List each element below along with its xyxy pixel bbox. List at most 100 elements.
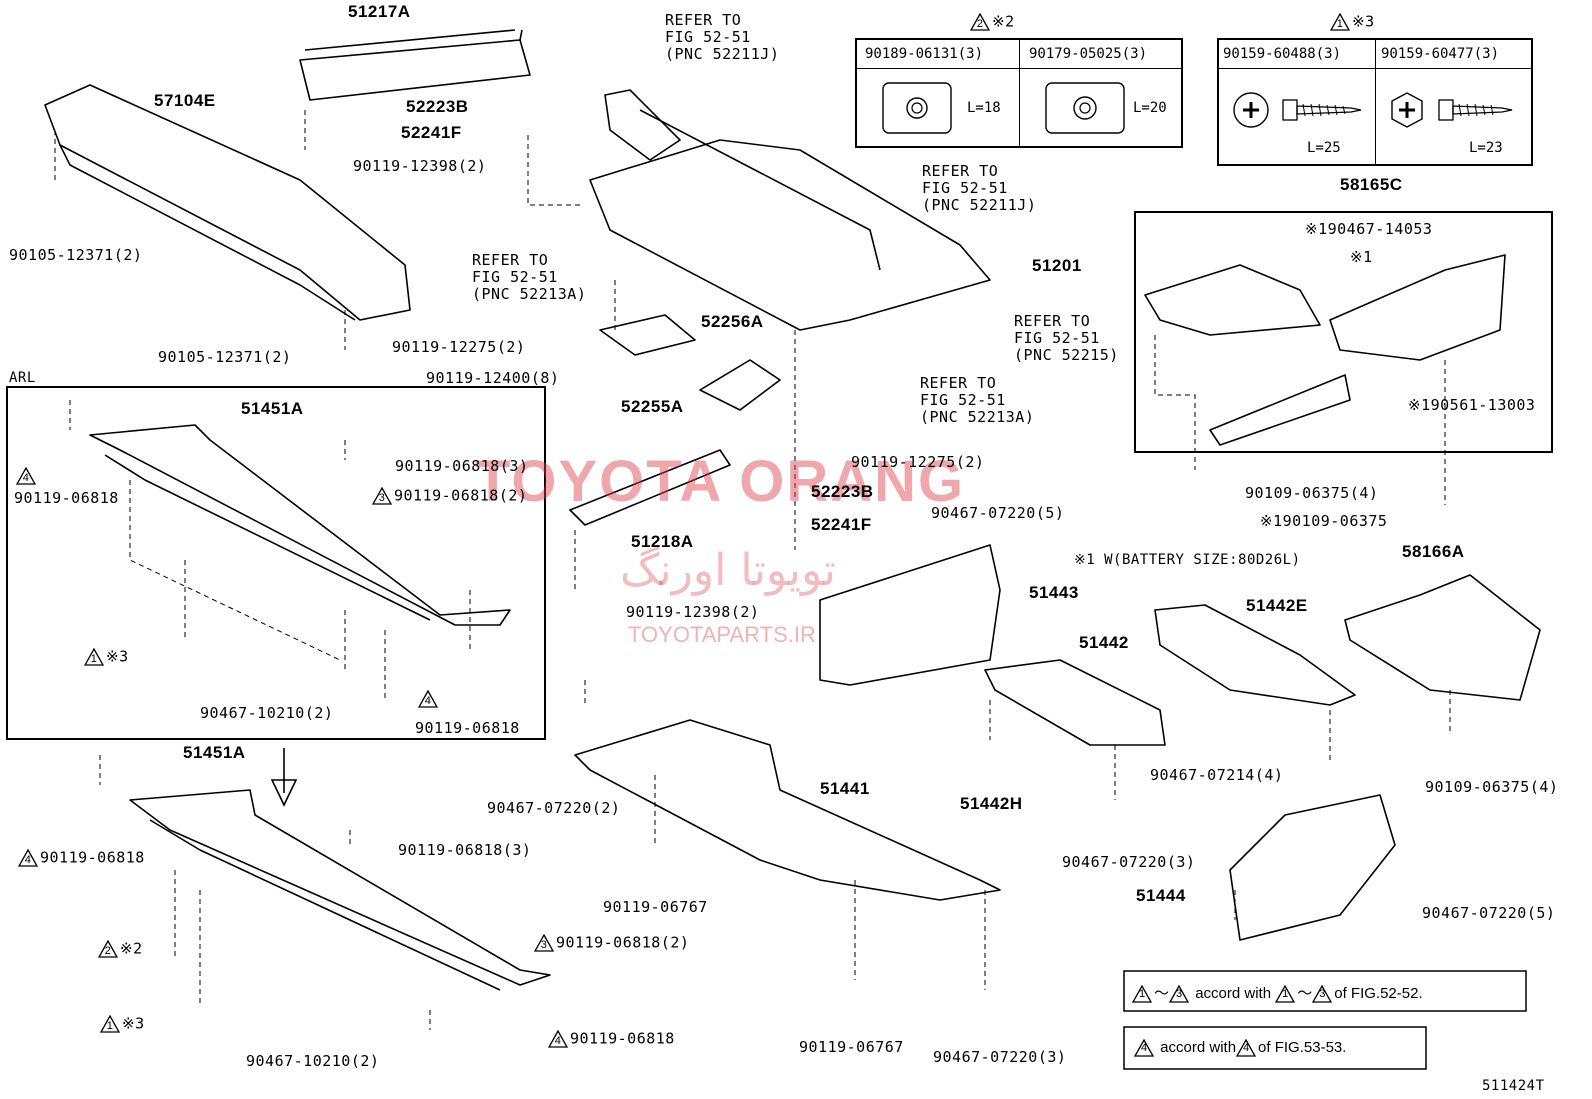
table1-col2[interactable]: 90159-60477(3) (1381, 46, 1500, 62)
bolt-90109-06375-box[interactable]: 90109-06375(4) (1245, 484, 1379, 502)
refer-line: REFER TO (1014, 312, 1091, 330)
watermark-persian: تویوتا اورنگ (620, 545, 836, 596)
footnote-text: accord with (1160, 1039, 1237, 1056)
clip-90467-07220-2[interactable]: 90467-07220(2) (487, 799, 621, 817)
refer-block-1[interactable]: REFER TO FIG 52-51 (PNC 52211J) (665, 12, 779, 63)
warning-triangle-icon: 1 (1275, 985, 1296, 1003)
warning-triangle-icon: 4 (1236, 1039, 1257, 1057)
part-51444[interactable]: 51444 (1136, 886, 1186, 905)
part-58166A[interactable]: 58166A (1402, 542, 1465, 561)
bolt-90119-06767-upper[interactable]: 90119-06767 (603, 898, 708, 916)
warning-triangle-icon: 1 (100, 1015, 120, 1033)
part-51451A[interactable]: 51451A (183, 743, 246, 762)
warning-triangle-icon: 3 (534, 934, 554, 952)
bolt-90105-12371-bottom[interactable]: 90105-12371(2) (158, 348, 292, 366)
ref-mark-number: 1 (1318, 220, 1328, 238)
part-51218A[interactable]: 51218A (631, 532, 694, 551)
refer-line: (PNC 52213A) (472, 285, 587, 303)
bolt-90109-06375-ref1[interactable]: ※190109-06375 (1260, 513, 1387, 530)
table2-length1: L=18 (967, 100, 1001, 116)
part-52255A[interactable]: 52255A (621, 397, 684, 416)
bolt-90105-12371-left[interactable]: 90105-12371(2) (9, 246, 143, 264)
refer-line: FIG 52-51 (472, 268, 558, 286)
bolt-90119-12398-upper[interactable]: 90119-12398(2) (353, 157, 487, 175)
refer-block-2[interactable]: REFER TO FIG 52-51 (PNC 52211J) (922, 163, 1036, 214)
clip-90467-07220-5-top[interactable]: 90467-07220(5) (931, 504, 1065, 522)
clip-90467-14053[interactable]: ※190467-14053 (1305, 221, 1432, 238)
clip-90467-10210-arl[interactable]: 90467-10210(2) (200, 704, 334, 722)
refer-block-4[interactable]: REFER TO FIG 52-51 (PNC 52215) (1014, 313, 1119, 364)
part-51443[interactable]: 51443 (1029, 583, 1079, 602)
bolt-90119-12400[interactable]: 90119-12400(8) (426, 369, 560, 387)
table2-col2[interactable]: 90179-05025(3) (1029, 46, 1148, 62)
part-51441[interactable]: 51441 (820, 779, 870, 798)
clip-90467-07220-3-mid[interactable]: 90467-07220(3) (1062, 853, 1196, 871)
footnote-ref[interactable]: of FIG.53-53. (1258, 1039, 1347, 1056)
part-52223B-mid[interactable]: 52223B (811, 482, 874, 501)
clip-90467-07220-5-lower[interactable]: 90467-07220(5) (1422, 904, 1556, 922)
clip-90467-10210-lower[interactable]: 90467-10210(2) (246, 1052, 380, 1070)
screw-icon (1233, 92, 1362, 128)
ref-mark-number: 3 (119, 647, 129, 666)
bolt-90119-06818-arl-right[interactable]: 90119-06818 (415, 719, 520, 737)
refer-line: FIG 52-51 (1014, 329, 1100, 347)
warning-triangle-icon: 4 (16, 467, 36, 485)
warning-triangle-icon: 2 (98, 940, 118, 958)
part-57104E[interactable]: 57104E (154, 91, 216, 110)
part-58165C[interactable]: 58165C (1340, 175, 1403, 194)
tilde: ～ (1297, 985, 1313, 1002)
bolt-90119-06767-lower[interactable]: 90119-06767 (799, 1038, 904, 1056)
bolt-90119-12275-left[interactable]: 90119-12275(2) (392, 338, 526, 356)
clip-90467-07214[interactable]: 90467-07214(4) (1150, 766, 1284, 784)
tilde: ～ (1154, 985, 1170, 1002)
clip-90467-07220-3-bottom[interactable]: 90467-07220(3) (933, 1048, 1067, 1066)
part-52256A[interactable]: 52256A (701, 312, 764, 331)
warning-triangle-icon: 4 (548, 1030, 568, 1048)
bolt-90119-12275-mid[interactable]: 90119-12275(2) (851, 453, 985, 471)
section-label-arl: ARL (9, 370, 36, 386)
part-51442[interactable]: 51442 (1079, 633, 1129, 652)
part-51442E[interactable]: 51442E (1246, 596, 1308, 615)
table2-col1[interactable]: 90189-06131(3) (865, 46, 984, 62)
footnote-ref[interactable]: of FIG.52-52. (1334, 985, 1423, 1002)
table1-col1[interactable]: 90159-60488(3) (1223, 46, 1342, 62)
ref-mark-number: 3 (1365, 12, 1375, 31)
warning-triangle-icon: 4 (18, 849, 38, 867)
warning-triangle-icon: 1 (1330, 13, 1350, 31)
bolt-90119-12398-lower[interactable]: 90119-12398(2) (626, 603, 760, 621)
refer-line: FIG 52-51 (665, 28, 751, 46)
bolt-90119-06818-3-arl[interactable]: 90119-06818(3) (395, 457, 529, 475)
table1-length1: L=25 (1307, 140, 1341, 156)
part-52241F-mid[interactable]: 52241F (811, 515, 872, 534)
refer-line: REFER TO (920, 374, 997, 392)
bolt-mark-1-3-lower[interactable]: 1※3 (100, 1015, 145, 1033)
ref-mark: ※ (1352, 12, 1366, 31)
clip-90561-13003[interactable]: ※190561-13003 (1408, 397, 1535, 414)
refer-block-5[interactable]: REFER TO FIG 52-51 (PNC 52213A) (920, 375, 1034, 426)
part-51217A[interactable]: 51217A (348, 2, 411, 21)
part-51201[interactable]: 51201 (1032, 256, 1082, 275)
part-52241F-top[interactable]: 52241F (401, 123, 462, 142)
warning-triangle-icon: 1 (1132, 985, 1152, 1003)
ref-mark-number: 1 (1363, 248, 1373, 266)
warning-triangle-icon: 4 (418, 690, 438, 708)
bolt-90109-06375-lower[interactable]: 90109-06375(4) (1425, 778, 1559, 796)
bolt-90119-06818-arl-left[interactable]: 90119-06818 (14, 489, 119, 507)
refer-line: (PNC 52211J) (665, 45, 780, 63)
bolt-90119-06818-3-lower[interactable]: 90119-06818(3) (398, 841, 532, 859)
refer-block-3[interactable]: REFER TO FIG 52-51 (PNC 52213A) (472, 252, 586, 303)
part-51442H[interactable]: 51442H (960, 794, 1023, 813)
bolt-mark-1-3-arl[interactable]: 1※3 (84, 648, 129, 666)
ref-mark-number: 3 (135, 1014, 145, 1033)
ref-mark-number: 1 (1273, 512, 1283, 530)
part-51451A-arl[interactable]: 51451A (241, 399, 304, 418)
part-52223B-top[interactable]: 52223B (406, 97, 469, 116)
